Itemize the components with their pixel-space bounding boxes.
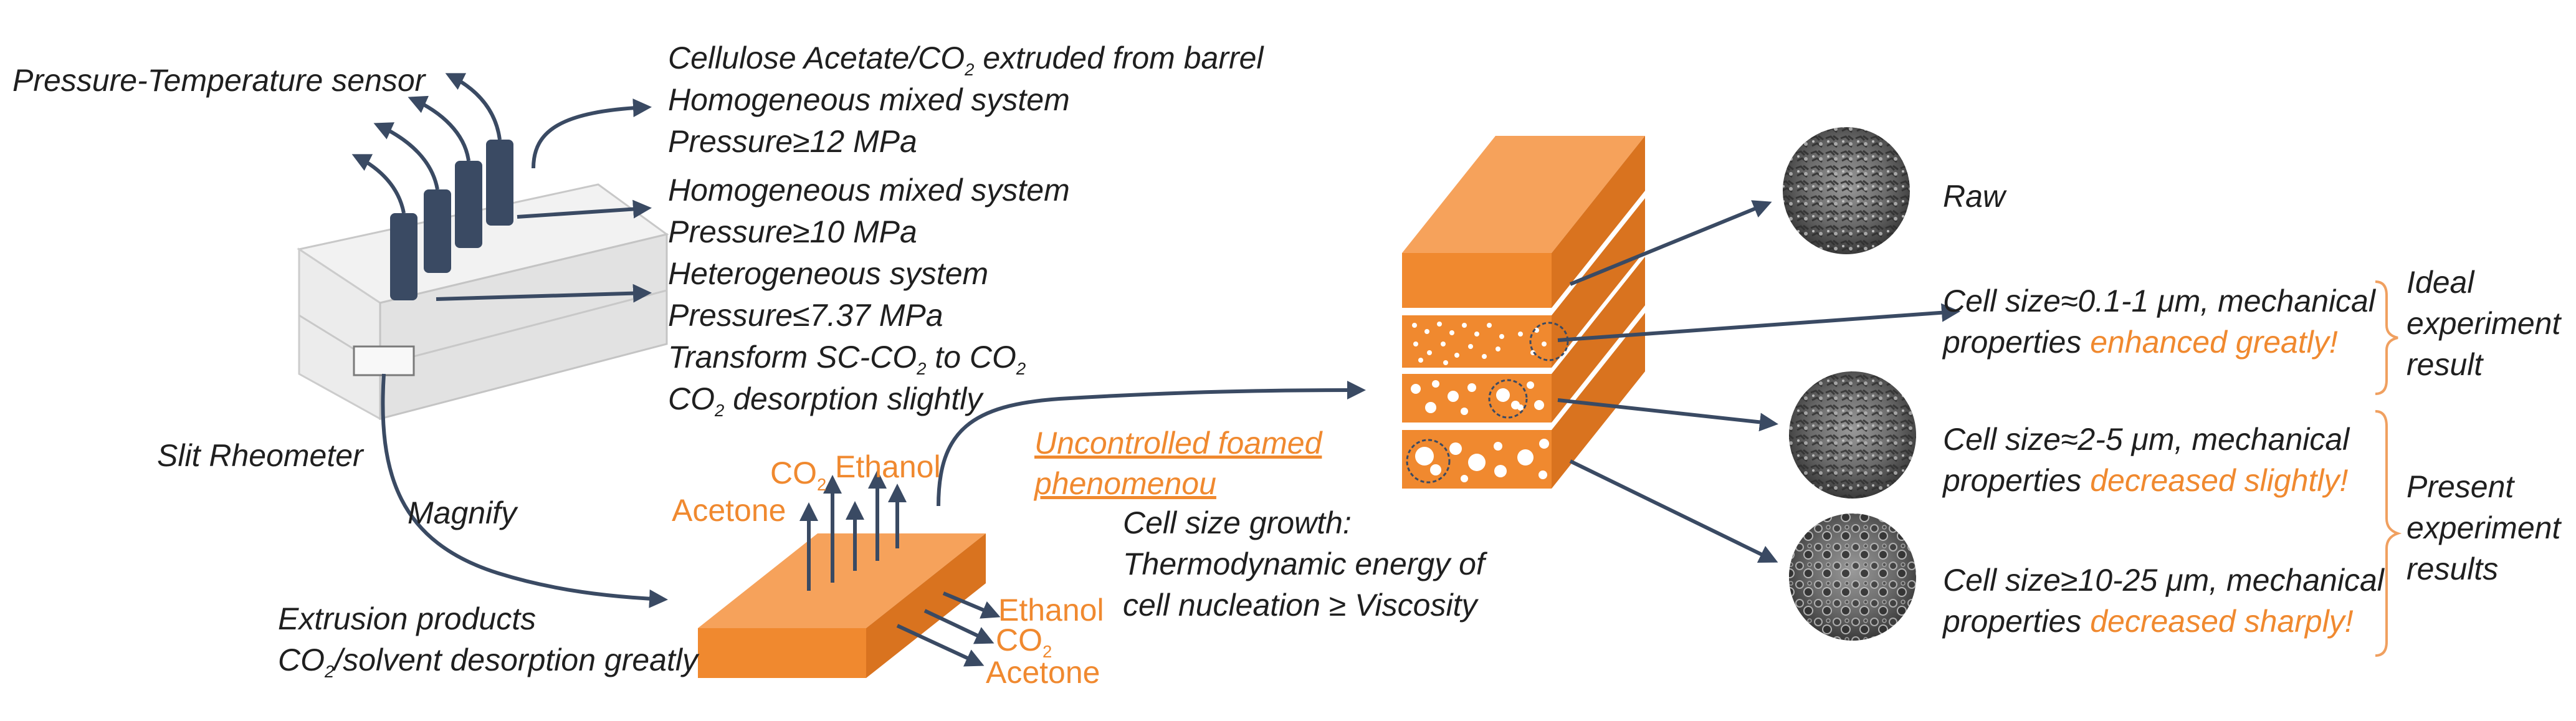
gas-co2-side: CO2 bbox=[996, 623, 1052, 661]
condition-line-8: Transform SC-CO2 to CO2 bbox=[668, 340, 1026, 378]
gas-co2-top: CO2 bbox=[770, 456, 827, 494]
result-3-line-2: properties decreased sharply! bbox=[1943, 604, 2354, 639]
rheometer-label: Slit Rheometer bbox=[157, 438, 363, 473]
result-3-line-1: Cell size≥10-25 μm, mechanical bbox=[1943, 563, 2384, 598]
phenomenou-label: phenomenou bbox=[1034, 466, 1216, 501]
condition-line-2: Homogeneous mixed system bbox=[668, 82, 1070, 117]
growth-line-2: Thermodynamic energy of bbox=[1123, 547, 1485, 581]
gas-acetone-side: Acetone bbox=[986, 655, 1100, 690]
ideal-label-2: experiment bbox=[2407, 306, 2561, 341]
sensor-label: Pressure-Temperature sensor bbox=[12, 63, 426, 98]
ideal-brace bbox=[2375, 280, 2398, 395]
arrow-to-foamed-block bbox=[937, 381, 1366, 507]
magnify-arrow bbox=[381, 373, 668, 608]
arrow-to-result-2 bbox=[1557, 398, 1778, 432]
pressure-sensors bbox=[351, 73, 513, 300]
ideal-label-1: Ideal bbox=[2407, 265, 2474, 300]
desorption-label: CO2/solvent desorption greatly bbox=[278, 642, 698, 681]
ideal-label-3: result bbox=[2407, 347, 2483, 382]
gas-ethanol-top: Ethanol bbox=[835, 449, 941, 484]
arrow-to-condition-2 bbox=[517, 199, 652, 219]
gas-acetone-top: Acetone bbox=[672, 493, 786, 528]
growth-line-3: cell nucleation ≥ Viscosity bbox=[1123, 588, 1477, 623]
present-label-2: experiment bbox=[2407, 510, 2561, 545]
sem-image-result-2 bbox=[1789, 371, 1916, 499]
arrow-to-result-3 bbox=[1569, 459, 1778, 563]
gas-release-arrows bbox=[799, 470, 1001, 667]
gas-ethanol-side: Ethanol bbox=[998, 593, 1104, 628]
uncontrolled-foamed-label: Uncontrolled foamed bbox=[1034, 426, 1322, 461]
condition-line-4: Homogeneous mixed system bbox=[668, 173, 1070, 208]
present-label-3: results bbox=[2407, 551, 2499, 586]
condition-line-9: CO2 desorption slightly bbox=[668, 381, 983, 420]
condition-line-6: Heterogeneous system bbox=[668, 256, 989, 291]
condition-line-3: Pressure≥12 MPa bbox=[668, 124, 917, 159]
extrusion-product-slab bbox=[698, 533, 986, 678]
condition-line-7: Pressure≤7.37 MPa bbox=[668, 298, 943, 333]
condition-line-5: Pressure≥10 MPa bbox=[668, 214, 917, 249]
foamed-block bbox=[1402, 136, 1645, 489]
present-label-1: Present bbox=[2407, 469, 2514, 504]
present-brace bbox=[2375, 410, 2402, 657]
arrow-to-condition-3 bbox=[436, 284, 652, 303]
sem-image-result-3 bbox=[1789, 513, 1916, 641]
slit-rheometer bbox=[297, 183, 669, 421]
magnify-label: Magnify bbox=[408, 495, 517, 530]
raw-label: Raw bbox=[1943, 179, 2006, 214]
result-2-line-1: Cell size≈2-5 μm, mechanical bbox=[1943, 422, 2350, 457]
arrow-to-raw bbox=[1569, 200, 1772, 286]
result-1-line-2: properties enhanced greatly! bbox=[1943, 325, 2338, 360]
arrow-to-condition-1 bbox=[532, 98, 652, 169]
sem-image-raw bbox=[1783, 127, 1910, 254]
condition-line-1: Cellulose Acetate/CO2 extruded from barr… bbox=[668, 41, 1264, 79]
extrusion-products-label: Extrusion products bbox=[278, 601, 537, 636]
result-2-line-2: properties decreased slightly! bbox=[1943, 463, 2349, 498]
arrow-to-result-1 bbox=[1557, 303, 1960, 342]
result-1-line-1: Cell size≈0.1-1 μm, mechanical bbox=[1943, 284, 2375, 318]
growth-line-1: Cell size growth: bbox=[1123, 505, 1352, 540]
